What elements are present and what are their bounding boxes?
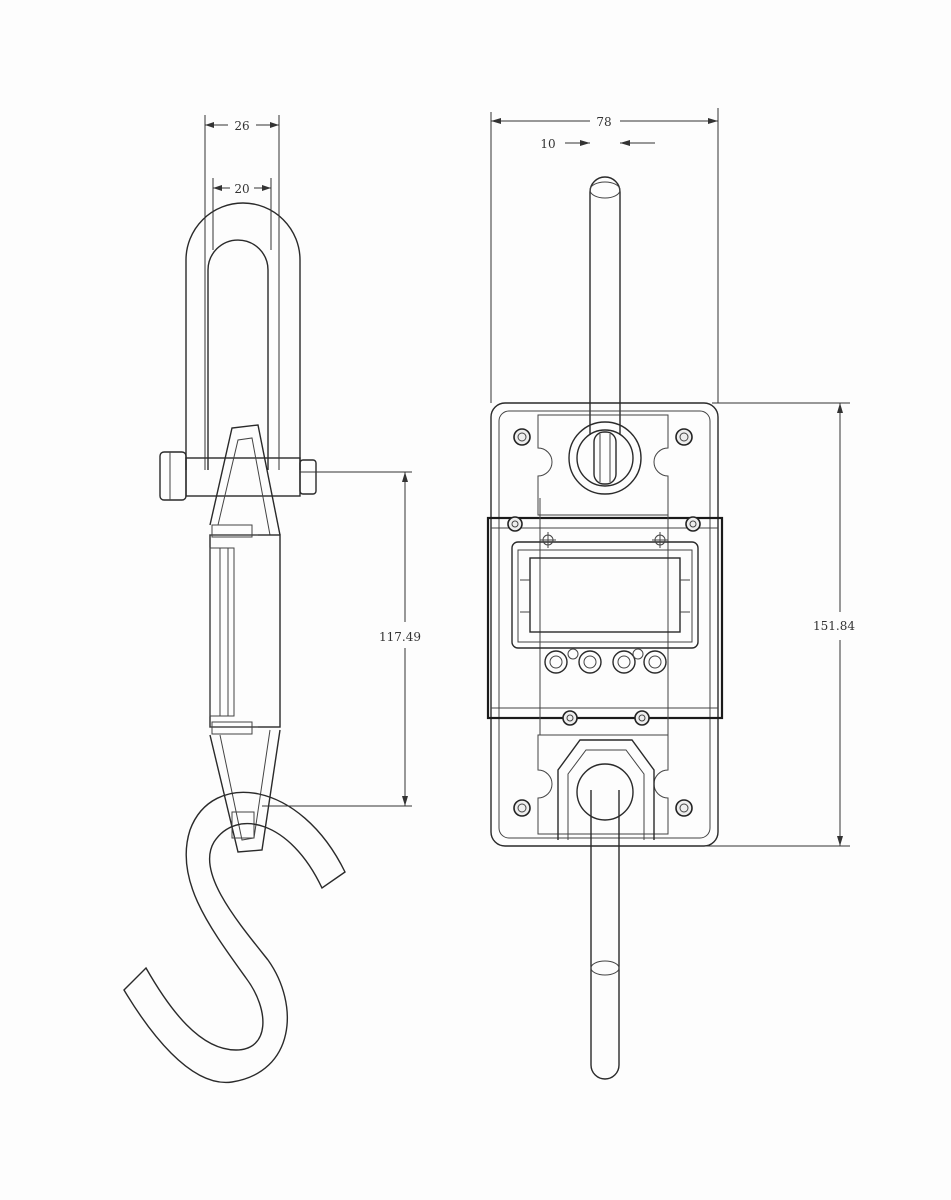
shackle-pin-head-left <box>159 451 187 501</box>
shackle-outer <box>185 202 301 470</box>
side-display-bezel <box>209 547 235 717</box>
front-housing-inner <box>498 410 711 839</box>
button-3 <box>612 650 636 674</box>
front-lower-recess <box>537 734 669 835</box>
dim-front-width: 78 <box>596 115 611 129</box>
dim-side-height: 117.49 <box>379 630 421 644</box>
button-2 <box>578 650 602 674</box>
side-housing-upper <box>209 424 281 536</box>
s-hook-outer <box>123 791 346 1083</box>
display-frame <box>517 549 693 643</box>
dim-side-inner-width: 20 <box>234 182 249 196</box>
display-fasteners <box>540 532 668 548</box>
display-screen <box>529 557 681 633</box>
dim-front-rod-width: 10 <box>540 137 555 151</box>
dim-front-height: 151.84 <box>813 619 855 633</box>
shackle-pin-head-right <box>299 459 317 495</box>
front-top-rod <box>589 176 621 435</box>
display-bezel <box>511 541 699 649</box>
front-housing-outer <box>490 402 719 847</box>
side-housing-upper-inner <box>217 437 271 536</box>
front-view <box>486 176 724 1080</box>
button-4 <box>643 650 667 674</box>
side-dimensions: 26 20 117.49 <box>204 115 421 807</box>
front-lower-eye-plate <box>557 739 655 840</box>
side-housing-lower-inner <box>219 729 271 841</box>
shackle-inner <box>207 239 269 470</box>
shackle-pin-body <box>185 457 301 497</box>
front-dimensions: 78 10 151.84 <box>490 108 855 847</box>
housing-screws <box>507 428 701 817</box>
front-bottom-rod <box>590 790 620 1080</box>
side-view <box>123 202 346 1083</box>
front-top-eye-outer <box>568 421 642 495</box>
button-1 <box>544 650 568 674</box>
dim-side-outer-width: 26 <box>234 119 249 133</box>
side-housing-lower <box>209 729 281 853</box>
front-middle-band <box>486 516 724 720</box>
